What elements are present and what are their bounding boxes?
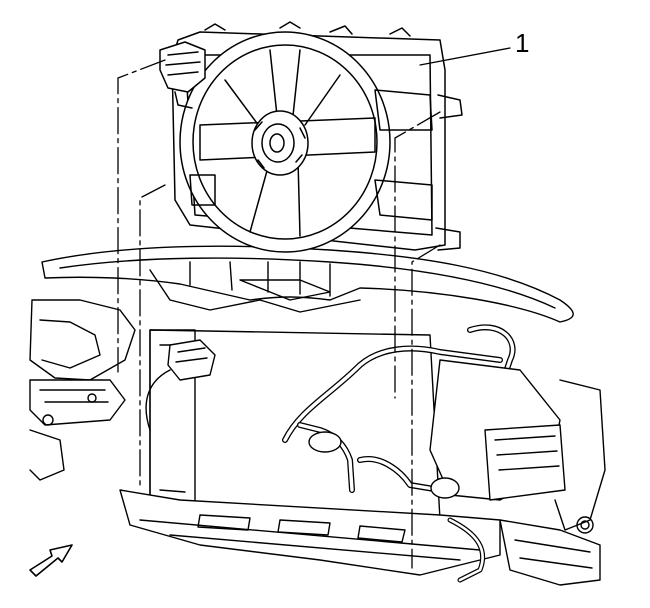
right-bracket: [554, 379, 606, 531]
left-structure-detail: [39, 389, 109, 403]
fan-motor-hub: [251, 110, 309, 176]
alignment-line-left-upper: [117, 59, 166, 373]
fastener: [87, 393, 97, 403]
shroud-mount-tab: [437, 94, 463, 119]
coolant-reservoir: [484, 424, 566, 501]
lower-support-slot: [357, 525, 406, 543]
left-front-structure: [29, 299, 136, 381]
connector-detail: [174, 91, 193, 109]
connector-detail: [175, 347, 208, 363]
wire-harness: [145, 369, 171, 431]
line-fitting: [308, 431, 342, 453]
left-structure-detail: [39, 319, 101, 369]
alignment-line-right-lower: [411, 244, 441, 569]
lower-support: [119, 489, 501, 576]
tie-bar-rib: [239, 279, 331, 301]
fan-shroud-assembly: [159, 21, 463, 253]
alignment-lines: [117, 59, 441, 569]
reservoir-detail: [494, 435, 560, 471]
fan-motor-center: [261, 123, 295, 163]
callout-1: 1: [419, 28, 529, 66]
fan-blade: [224, 74, 341, 131]
tie-bar-edge: [59, 257, 556, 309]
shroud-bracket: [374, 179, 433, 221]
ac-line: [468, 325, 515, 392]
ac-line: [358, 457, 442, 492]
shroud-clip: [204, 21, 411, 37]
alignment-line-left-lower: [139, 184, 166, 489]
tie-bar-rib: [189, 261, 331, 297]
lower-support-slot: [277, 519, 331, 536]
left-bracket: [29, 429, 65, 481]
fan-ring-inner: [192, 44, 378, 240]
alignment-line-right-upper: [394, 111, 441, 399]
callout-leader-line: [419, 47, 511, 66]
tie-bar-rib: [149, 269, 361, 313]
fastener: [576, 516, 594, 534]
fan-motor-connector: [159, 41, 206, 93]
reservoir-cap: [430, 477, 460, 499]
connector-detail: [165, 51, 201, 76]
arrow-icon: [29, 544, 73, 577]
structure-detail: [514, 539, 593, 569]
ac-line: [283, 346, 502, 442]
right-lower-structure: [499, 519, 601, 586]
callout-label: 1: [515, 28, 529, 58]
motor-detail: [254, 121, 306, 169]
lower-right-hose: [448, 518, 484, 582]
radiator-support-assembly: [29, 245, 606, 586]
shroud-bracket: [189, 174, 216, 206]
shroud-mount-tab: [435, 227, 461, 251]
shroud-bracket: [374, 89, 433, 131]
view-direction-arrow: [29, 544, 73, 577]
fastener: [42, 414, 54, 426]
fan-motor-core: [269, 133, 285, 153]
fastener: [580, 520, 590, 530]
